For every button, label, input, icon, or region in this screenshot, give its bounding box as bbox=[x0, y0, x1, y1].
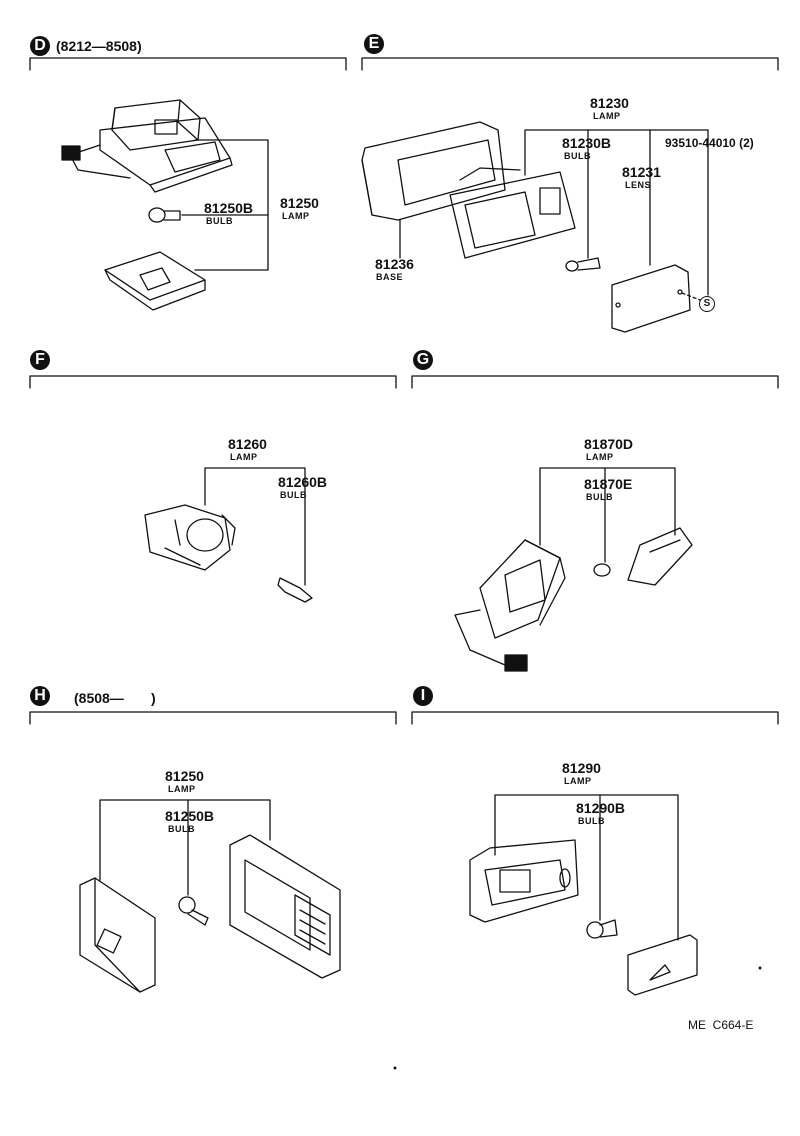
part-label: BULB bbox=[564, 151, 591, 161]
part-label: BULB bbox=[578, 816, 605, 826]
part-number: 81230B bbox=[562, 135, 612, 151]
bulb-d-illustration bbox=[148, 207, 181, 223]
section-letter-g: G bbox=[413, 350, 433, 370]
part-number: 81290B bbox=[576, 800, 626, 816]
section-letter-i: I bbox=[413, 686, 433, 706]
lens-e-illustration bbox=[611, 264, 691, 333]
part-number: 81290 bbox=[562, 760, 601, 776]
lens-d-illustration bbox=[104, 251, 206, 311]
section-range-h: (8508— ) bbox=[74, 690, 156, 706]
bracket-f bbox=[29, 375, 397, 389]
part-number: 81250B bbox=[165, 808, 215, 824]
housing-e-illustration bbox=[449, 167, 576, 259]
section-letter-f: F bbox=[30, 350, 50, 370]
part-label: LAMP bbox=[564, 776, 592, 786]
part-label: LENS bbox=[625, 180, 652, 190]
lens-i-illustration bbox=[627, 934, 698, 996]
part-label: BULB bbox=[586, 492, 613, 502]
part-label: BULB bbox=[206, 216, 233, 226]
leader-h bbox=[99, 799, 271, 881]
bracket-i bbox=[411, 711, 779, 725]
housing-i-illustration bbox=[469, 839, 579, 923]
screw-marker: S bbox=[699, 296, 715, 312]
section-letter-h: H bbox=[30, 686, 50, 706]
bulb-f-illustration bbox=[277, 577, 313, 603]
lamp-f-illustration bbox=[144, 504, 236, 571]
part-label: LAMP bbox=[282, 211, 310, 221]
part-number: 81260B bbox=[278, 474, 328, 490]
section-letter-e: E bbox=[364, 34, 384, 54]
bulb-h-illustration bbox=[178, 896, 209, 926]
leader-e-top bbox=[524, 129, 709, 176]
bracket-h bbox=[29, 711, 397, 725]
leader-i bbox=[494, 794, 679, 941]
diagram-code: ME C664-E bbox=[688, 1018, 754, 1032]
bulb-e-illustration bbox=[565, 257, 601, 272]
bulb-g-illustration bbox=[593, 563, 611, 577]
part-label: LAMP bbox=[586, 452, 614, 462]
part-number: 81231 bbox=[622, 164, 661, 180]
lamp-g-illustration bbox=[454, 539, 566, 672]
part-number: 81236 bbox=[375, 256, 414, 272]
base-e-illustration bbox=[361, 121, 506, 221]
leader-f bbox=[204, 467, 306, 586]
bracket-e bbox=[361, 57, 779, 71]
part-number: 81250 bbox=[165, 768, 204, 784]
part-number: 81870D bbox=[584, 436, 634, 452]
part-label: BULB bbox=[280, 490, 307, 500]
lens-g-illustration bbox=[627, 527, 693, 586]
bulb-i-illustration bbox=[586, 919, 618, 939]
part-label: BASE bbox=[376, 272, 404, 282]
part-label: LAMP bbox=[593, 111, 621, 121]
part-number: 93510-44010 (2) bbox=[665, 136, 754, 150]
part-number: 81250 bbox=[280, 195, 319, 211]
housing-h-illustration bbox=[229, 834, 341, 979]
leader-g bbox=[539, 467, 676, 546]
part-number: 81870E bbox=[584, 476, 633, 492]
bracket-g bbox=[411, 375, 779, 389]
section-letter-d: D bbox=[30, 36, 50, 56]
part-number: 81230 bbox=[590, 95, 629, 111]
part-number: 81260 bbox=[228, 436, 267, 452]
section-range-d: (8212—8508) bbox=[56, 38, 142, 54]
lens-h-illustration bbox=[79, 877, 156, 993]
leader-d bbox=[194, 139, 269, 271]
part-label: BULB bbox=[168, 824, 195, 834]
bracket-d bbox=[29, 57, 347, 71]
part-label: LAMP bbox=[230, 452, 258, 462]
part-label: LAMP bbox=[168, 784, 196, 794]
part-number: 81250B bbox=[204, 200, 254, 216]
lamp-d-illustration bbox=[61, 99, 233, 193]
